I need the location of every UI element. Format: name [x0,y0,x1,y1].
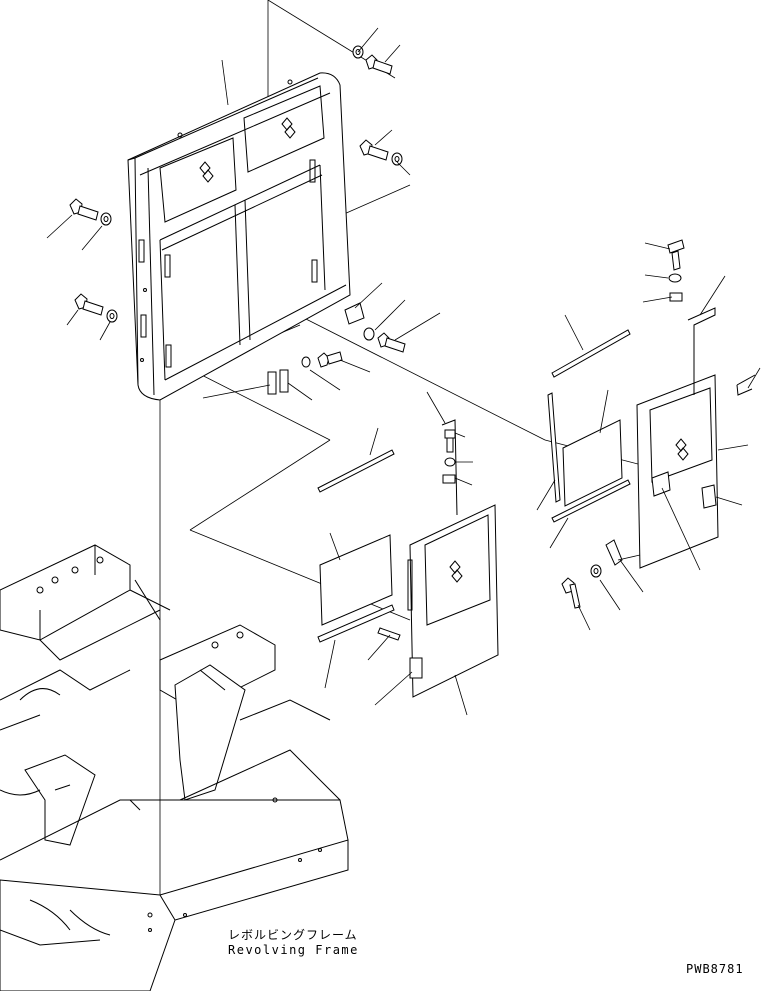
upper-frame-panel [127,59,351,401]
revolving-frame-label-japanese: レボルビングフレーム [228,928,358,942]
center-fasteners [202,282,441,401]
left-fasteners [46,198,118,341]
upper-right-fasteners [352,27,411,176]
lower-right-fasteners [561,564,621,631]
revolving-frame [0,544,349,991]
right-upper-fasteners [642,239,685,303]
revolving-frame-label-english: Revolving Frame [228,943,359,957]
left-seal-strips [317,427,395,493]
drawing-code: PWB8781 [686,962,744,976]
right-door-panel [605,275,761,593]
left-door-panel [317,391,499,716]
right-seal-strips [536,314,631,549]
